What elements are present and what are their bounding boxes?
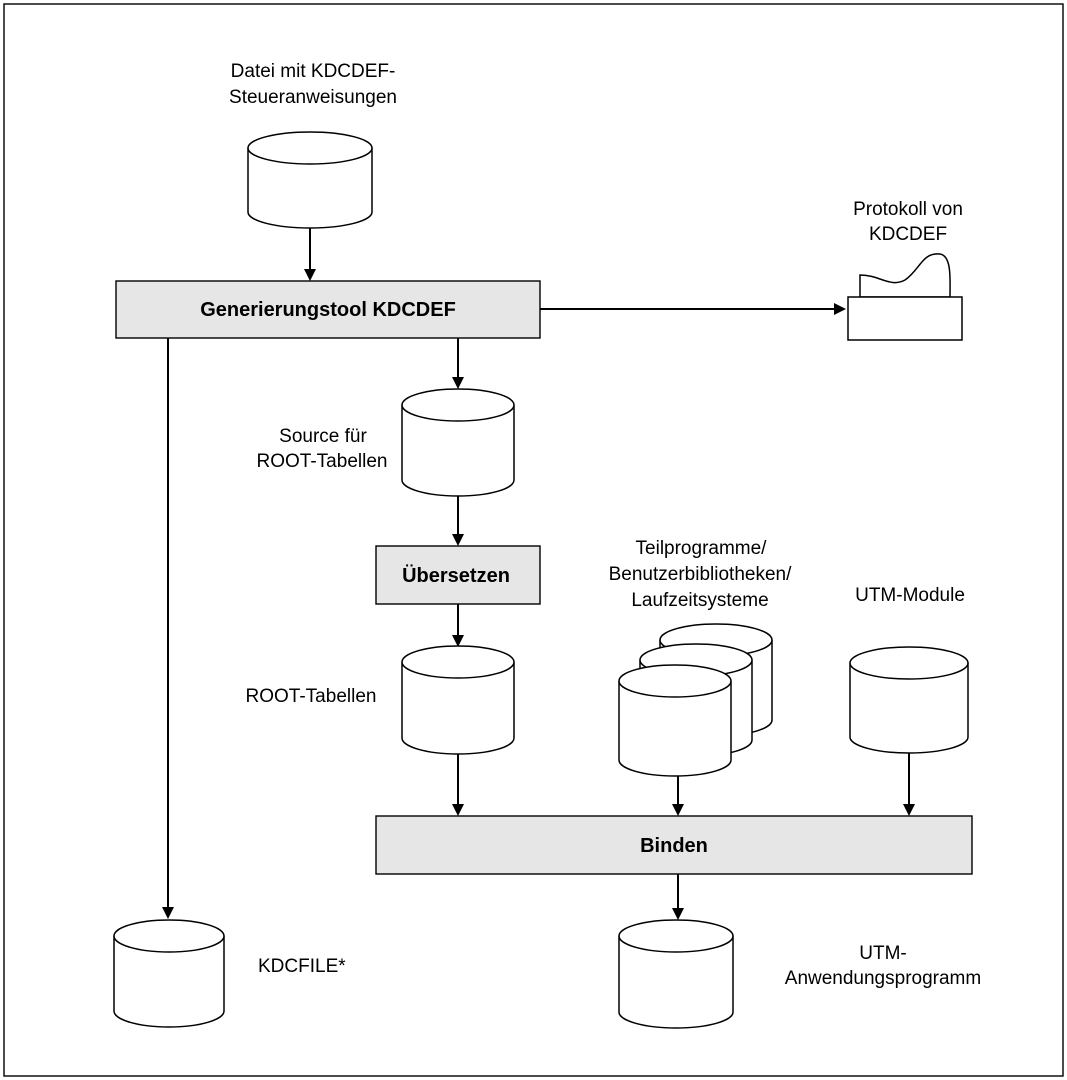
subprograms-cylinder-front xyxy=(618,664,732,777)
subprograms-cylinder-stack xyxy=(618,623,773,777)
arrowhead-compile-to-root-tables xyxy=(452,635,464,647)
kdcdef-box-label: Generierungstool KDCDEF xyxy=(200,299,456,321)
protocol-printer-icon xyxy=(847,253,963,341)
root-source-label-line1: Source für xyxy=(279,426,367,447)
arrowhead-subprograms-to-link xyxy=(672,804,684,816)
link-box-label: Binden xyxy=(640,835,708,857)
subprograms-label-line1: Teilprogramme/ xyxy=(636,538,768,559)
subprograms-label-line3: Laufzeitsysteme xyxy=(631,590,768,611)
link-box xyxy=(375,815,973,875)
utm-program-label-line1: UTM- xyxy=(859,943,906,964)
arrowhead-link-to-utm-program xyxy=(672,908,684,920)
root-tables-label: ROOT-Tabellen xyxy=(246,686,377,707)
arrowhead-kdcdef-to-root-source xyxy=(452,377,464,389)
utm-modules-cylinder xyxy=(849,646,969,754)
protocol-label-line1: Protokoll von xyxy=(853,199,963,220)
source-file-label-line1: Datei mit KDCDEF- xyxy=(231,61,396,82)
root-tables-cylinder xyxy=(401,645,515,755)
diagram-frame xyxy=(3,3,1064,1077)
compile-box-label: Übersetzen xyxy=(402,564,510,587)
arrowhead-utm-modules-to-link xyxy=(903,804,915,816)
arrowhead-kdcdef-to-protocol xyxy=(834,303,846,315)
root-source-cylinder xyxy=(401,388,515,497)
utm-program-cylinder xyxy=(618,919,734,1029)
subprograms-label-line2: Benutzerbibliotheken/ xyxy=(609,564,792,585)
kdcfile-label: KDCFILE* xyxy=(258,956,346,977)
utm-program-label-line2: Anwendungsprogramm xyxy=(785,968,981,989)
arrowhead-root-source-to-compile xyxy=(452,534,464,546)
root-source-label-line2: ROOT-Tabellen xyxy=(257,451,388,472)
arrowhead-source-to-kdcdef xyxy=(304,269,316,281)
protocol-label-line2: KDCDEF xyxy=(869,224,947,245)
utm-modules-label: UTM-Module xyxy=(855,585,965,606)
source-file-label-line2: Steueranweisungen xyxy=(229,87,397,108)
kdcfile-cylinder xyxy=(113,919,225,1028)
source-file-cylinder xyxy=(247,131,373,229)
arrowhead-kdcdef-to-kdcfile xyxy=(162,907,174,919)
arrowhead-root-tables-to-link xyxy=(452,804,464,816)
